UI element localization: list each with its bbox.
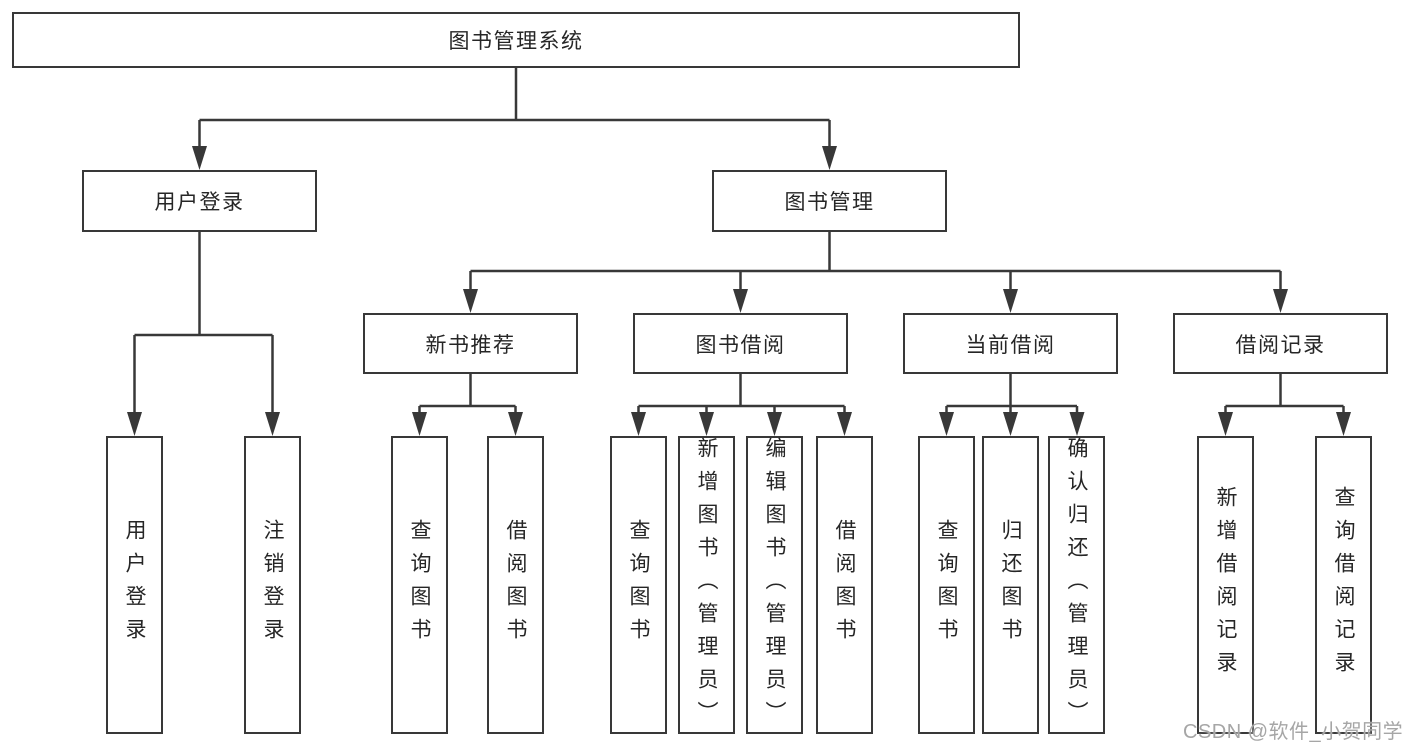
leaf-newbook-borrow-books: 借阅图书 xyxy=(487,436,544,734)
node-current-borrow: 当前借阅 xyxy=(903,313,1118,374)
node-borrow-records: 借阅记录 xyxy=(1173,313,1388,374)
leaf-user-login: 用户登录 xyxy=(106,436,163,734)
leaf-current-confirm-return-admin: 确认归还（管理员） xyxy=(1048,436,1105,734)
connector-current-borrow xyxy=(945,374,1079,414)
arrowhead xyxy=(631,412,646,436)
arrowhead xyxy=(822,146,837,170)
arrowhead xyxy=(412,412,427,436)
connector-root xyxy=(198,68,831,148)
node-current-borrow-label: 当前借阅 xyxy=(965,333,1056,357)
arrowhead xyxy=(1218,412,1233,436)
arrowhead xyxy=(733,289,748,313)
connector-borrow-records xyxy=(1224,374,1345,414)
leaf-borrow-add-books-admin: 新增图书（管理员） xyxy=(678,436,735,734)
leaf-borrow-borrow-books-label: 借阅图书 xyxy=(833,519,856,651)
arrowhead xyxy=(1273,289,1288,313)
node-book-borrow-label: 图书借阅 xyxy=(695,333,786,357)
arrowhead xyxy=(699,412,714,436)
leaf-current-return-books-label: 归还图书 xyxy=(999,519,1022,651)
arrowhead xyxy=(939,412,954,436)
node-user-login-label: 用户登录 xyxy=(154,191,245,214)
arrowhead xyxy=(508,412,523,436)
leaf-user-login-label: 用户登录 xyxy=(123,519,146,651)
arrowhead xyxy=(265,412,280,436)
leaf-current-query-books-label: 查询图书 xyxy=(935,519,958,651)
leaf-current-return-books: 归还图书 xyxy=(982,436,1039,734)
leaf-borrow-edit-books-admin-label: 编辑图书（管理员） xyxy=(763,436,786,734)
leaf-logout-label: 注销登录 xyxy=(261,519,284,651)
node-new-book-recommend-label: 新书推荐 xyxy=(425,333,516,357)
node-book-management: 图书管理 xyxy=(712,170,947,232)
connector-book-borrow xyxy=(637,374,846,414)
node-user-login: 用户登录 xyxy=(82,170,317,232)
leaf-newbook-borrow-books-label: 借阅图书 xyxy=(504,519,527,651)
node-root-label: 图书管理系统 xyxy=(448,30,584,53)
arrowhead xyxy=(1336,412,1351,436)
node-book-management-label: 图书管理 xyxy=(784,191,875,214)
node-borrow-records-label: 借阅记录 xyxy=(1235,333,1326,357)
leaf-borrow-edit-books-admin: 编辑图书（管理员） xyxy=(746,436,803,734)
leaf-newbook-query-books: 查询图书 xyxy=(391,436,448,734)
leaf-borrow-add-books-admin-label: 新增图书（管理员） xyxy=(695,436,718,734)
node-new-book-recommend: 新书推荐 xyxy=(363,313,578,374)
arrowhead xyxy=(463,289,478,313)
leaf-records-query-record-label: 查询借阅记录 xyxy=(1332,486,1355,684)
leaf-logout: 注销登录 xyxy=(244,436,301,734)
leaf-records-add-record-label: 新增借阅记录 xyxy=(1214,486,1237,684)
leaf-current-query-books: 查询图书 xyxy=(918,436,975,734)
leaf-records-add-record: 新增借阅记录 xyxy=(1197,436,1254,734)
leaf-current-confirm-return-admin-label: 确认归还（管理员） xyxy=(1065,436,1088,734)
connector-book-management xyxy=(469,232,1282,292)
leaf-borrow-query-books-label: 查询图书 xyxy=(627,519,650,651)
node-book-borrow: 图书借阅 xyxy=(633,313,848,374)
arrowhead xyxy=(1003,289,1018,313)
arrowhead xyxy=(192,146,207,170)
arrowhead xyxy=(1069,412,1085,436)
leaf-borrow-borrow-books: 借阅图书 xyxy=(816,436,873,734)
connector-user-login xyxy=(133,232,274,414)
connector-new-book xyxy=(418,374,517,414)
leaf-newbook-query-books-label: 查询图书 xyxy=(408,519,431,651)
leaf-borrow-query-books: 查询图书 xyxy=(610,436,667,734)
leaf-records-query-record: 查询借阅记录 xyxy=(1315,436,1372,734)
arrowhead xyxy=(127,412,142,436)
arrowhead xyxy=(1003,412,1018,436)
node-root: 图书管理系统 xyxy=(12,12,1020,68)
arrowhead xyxy=(767,412,782,436)
watermark-text: CSDN @软件_小贺同学 xyxy=(1183,721,1404,743)
arrowheads xyxy=(127,146,1351,436)
arrowhead xyxy=(837,412,852,436)
